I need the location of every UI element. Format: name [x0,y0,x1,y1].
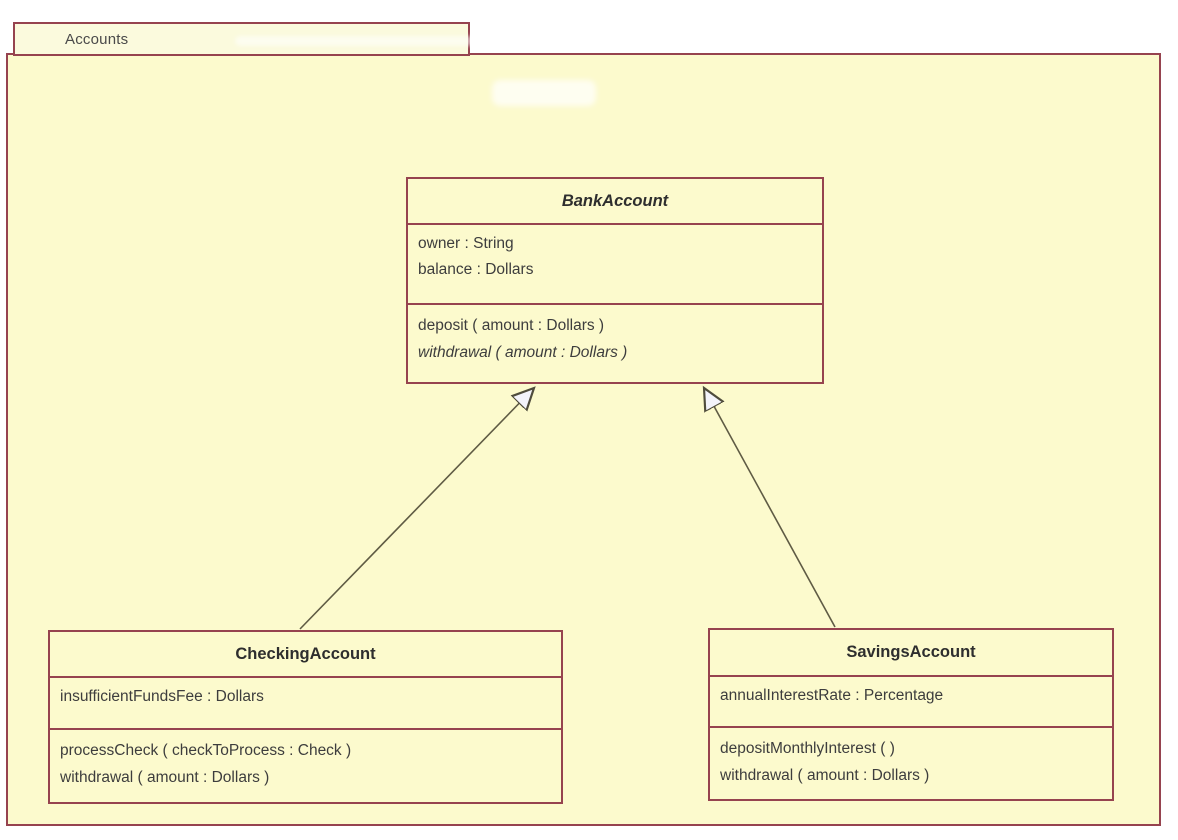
class-title: SavingsAccount [710,630,1112,677]
operation-line: withdrawal ( amount : Dollars ) [60,769,270,786]
attribute-line: owner : String [418,235,514,252]
attributes-compartment: owner : String balance : Dollars [408,225,822,305]
attributes-compartment: insufficientFundsFee : Dollars [50,678,561,730]
operation-line: depositMonthlyInterest ( ) [720,740,895,757]
operation-line: deposit ( amount : Dollars ) [418,317,605,334]
attribute-line: annualInterestRate : Percentage [720,687,944,704]
class-box-bankaccount: BankAccount owner : String balance : Dol… [406,177,824,384]
operations-compartment: depositMonthlyInterest ( ) withdrawal ( … [710,728,1112,789]
operations-compartment: processCheck ( checkToProcess : Check ) … [50,730,561,791]
class-title: CheckingAccount [50,632,561,678]
attribute-line: insufficientFundsFee : Dollars [60,688,264,705]
operation-line: withdrawal ( amount : Dollars ) [720,767,930,784]
scan-artifact-smudge [235,36,565,46]
operation-line-abstract: withdrawal ( amount : Dollars ) [418,344,628,361]
scan-artifact-smudge [492,80,596,106]
attributes-compartment: annualInterestRate : Percentage [710,677,1112,728]
package-name: Accounts [65,30,129,48]
operations-compartment: deposit ( amount : Dollars ) withdrawal … [408,305,822,366]
class-box-checkingaccount: CheckingAccount insufficientFundsFee : D… [48,630,563,804]
class-title: BankAccount [408,179,822,225]
operation-line: processCheck ( checkToProcess : Check ) [60,742,352,759]
attribute-line: balance : Dollars [418,261,534,278]
class-box-savingsaccount: SavingsAccount annualInterestRate : Perc… [708,628,1114,801]
